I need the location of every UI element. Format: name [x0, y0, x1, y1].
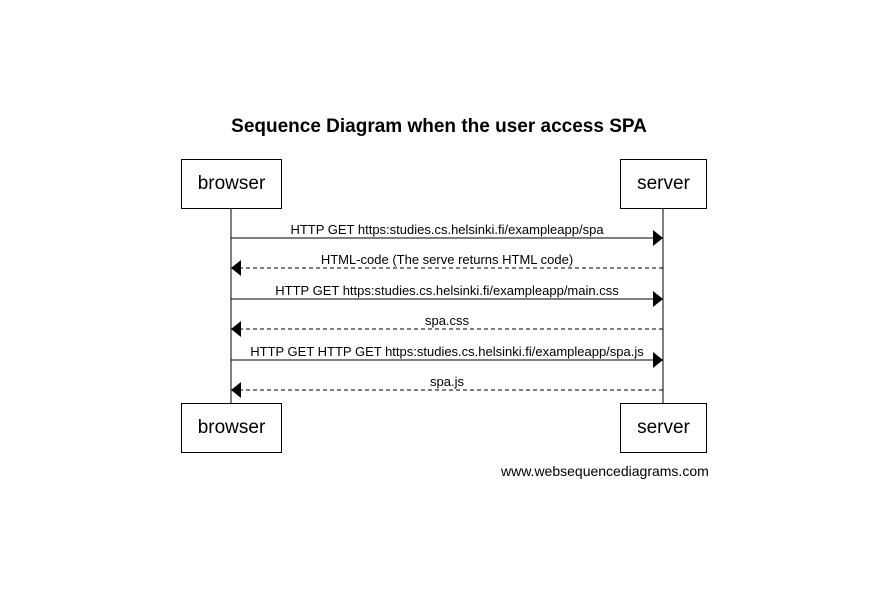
messages [231, 230, 663, 398]
arrowhead-icon [231, 321, 241, 337]
participant-server-bottom: server [620, 403, 707, 453]
arrowhead-icon [653, 352, 663, 368]
arrowhead-icon [653, 291, 663, 307]
message-label: HTML-code (The serve returns HTML code) [320, 252, 574, 267]
participant-server-top: server [620, 159, 707, 209]
message-label: HTTP GET https:studies.cs.helsinki.fi/ex… [275, 283, 619, 298]
participant-label: browser [197, 417, 266, 438]
footer-watermark: www.websequencediagrams.com [501, 463, 709, 479]
message-label: spa.js [430, 374, 464, 389]
participant-browser-bottom: browser [181, 403, 282, 453]
participant-label: server [637, 173, 690, 194]
participant-label: browser [197, 173, 266, 194]
participant-label: server [637, 417, 690, 438]
arrowhead-icon [231, 260, 241, 276]
arrowhead-icon [653, 230, 663, 246]
participant-browser-top: browser [181, 159, 282, 209]
arrowhead-icon [231, 382, 241, 398]
message-label: HTTP GET HTTP GET https:studies.cs.helsi… [250, 344, 644, 359]
message-label: spa.css [424, 313, 470, 328]
message-label: HTTP GET https:studies.cs.helsinki.fi/ex… [290, 222, 604, 237]
diagram-title: Sequence Diagram when the user access SP… [231, 116, 647, 137]
